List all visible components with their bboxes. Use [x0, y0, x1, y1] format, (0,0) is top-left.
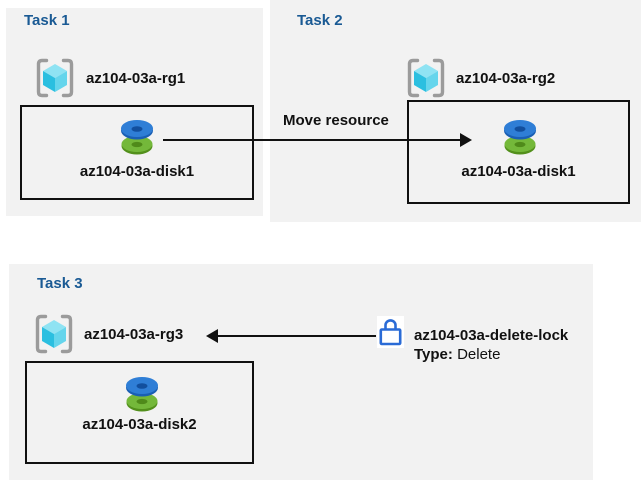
lock-icon — [377, 316, 404, 348]
resource-group-icon — [33, 313, 75, 355]
task3-disk-label: az104-03a-disk2 — [82, 416, 197, 433]
lock-arrow-line — [216, 335, 376, 337]
disk-icon — [116, 117, 158, 157]
task1-resource-box — [20, 105, 254, 200]
delete-lock-type-label: Type: — [414, 346, 453, 363]
delete-lock-type-value: Delete — [457, 346, 501, 363]
task2-disk-label: az104-03a-disk1 — [461, 163, 576, 180]
task1-title: Task 1 — [24, 12, 70, 29]
task2-panel: Task 2 az104-03a-rg2 az104-03a-disk1 — [270, 0, 641, 222]
delete-lock-type: Type: Delete — [414, 346, 500, 363]
task2-resource-box — [407, 100, 630, 204]
disk-icon — [499, 117, 541, 157]
task1-panel: Task 1 az104-03a-rg1 az104-03a-disk1 — [6, 8, 263, 216]
resource-group-icon — [405, 57, 447, 99]
lock-arrow-head-icon — [206, 329, 218, 343]
move-resource-label: Move resource — [283, 112, 389, 129]
task2-rg-label: az104-03a-rg2 — [456, 70, 556, 87]
task3-resource-box — [25, 361, 254, 464]
task3-panel: Task 3 az104-03a-rg3 az104-03a-disk2 — [9, 264, 593, 480]
resource-group-icon — [34, 57, 76, 99]
task2-title: Task 2 — [297, 12, 343, 29]
task1-disk-label: az104-03a-disk1 — [79, 163, 195, 180]
task3-title: Task 3 — [37, 275, 83, 292]
task3-rg-label: az104-03a-rg3 — [84, 326, 184, 343]
delete-lock-name: az104-03a-delete-lock — [414, 327, 569, 344]
task1-rg-label: az104-03a-rg1 — [86, 70, 186, 87]
move-arrow-line — [163, 139, 462, 141]
disk-icon — [121, 374, 163, 414]
move-arrow-head-icon — [460, 133, 472, 147]
